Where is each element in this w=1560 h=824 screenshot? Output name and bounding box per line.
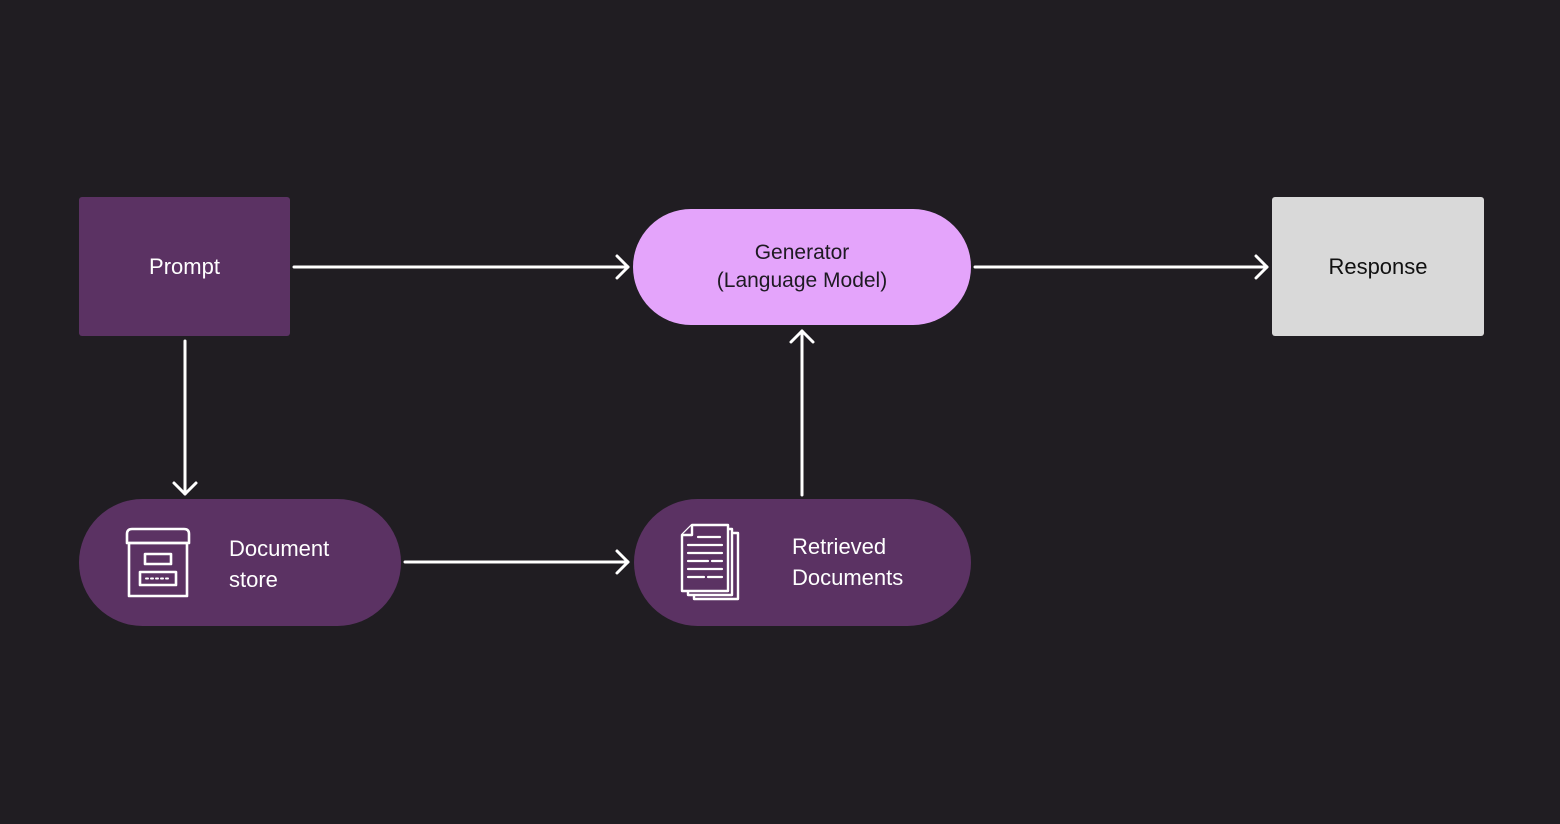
arrow-generator-to-response <box>973 254 1269 280</box>
prompt-label: Prompt <box>149 253 220 279</box>
document-store-node: Document store <box>79 499 401 626</box>
response-label: Response <box>1328 253 1428 279</box>
document-store-label-line1: Document <box>229 536 330 561</box>
arrow-document-store-to-retrieved <box>403 549 630 575</box>
retrieved-documents-label-line2: Documents <box>792 565 904 590</box>
documents-stack-icon <box>680 523 740 601</box>
archive-box-icon <box>125 527 191 598</box>
document-store-label: Document store <box>229 533 329 595</box>
arrow-retrieved-to-generator <box>789 329 815 497</box>
retrieved-documents-label-line1: Retrieved <box>792 534 887 559</box>
generator-label-line1: Generator <box>754 241 850 264</box>
retrieved-documents-label: Retrieved Documents <box>792 531 903 593</box>
generator-node: Generator (Language Model) <box>633 209 971 325</box>
prompt-node: Prompt <box>79 197 290 336</box>
arrow-prompt-to-document-store <box>172 339 198 496</box>
response-node: Response <box>1272 197 1484 336</box>
retrieved-documents-node: Retrieved Documents <box>634 499 971 626</box>
generator-label-line2: (Language Model) <box>716 269 888 292</box>
arrow-prompt-to-generator <box>292 254 630 280</box>
document-store-label-line2: store <box>229 567 278 592</box>
